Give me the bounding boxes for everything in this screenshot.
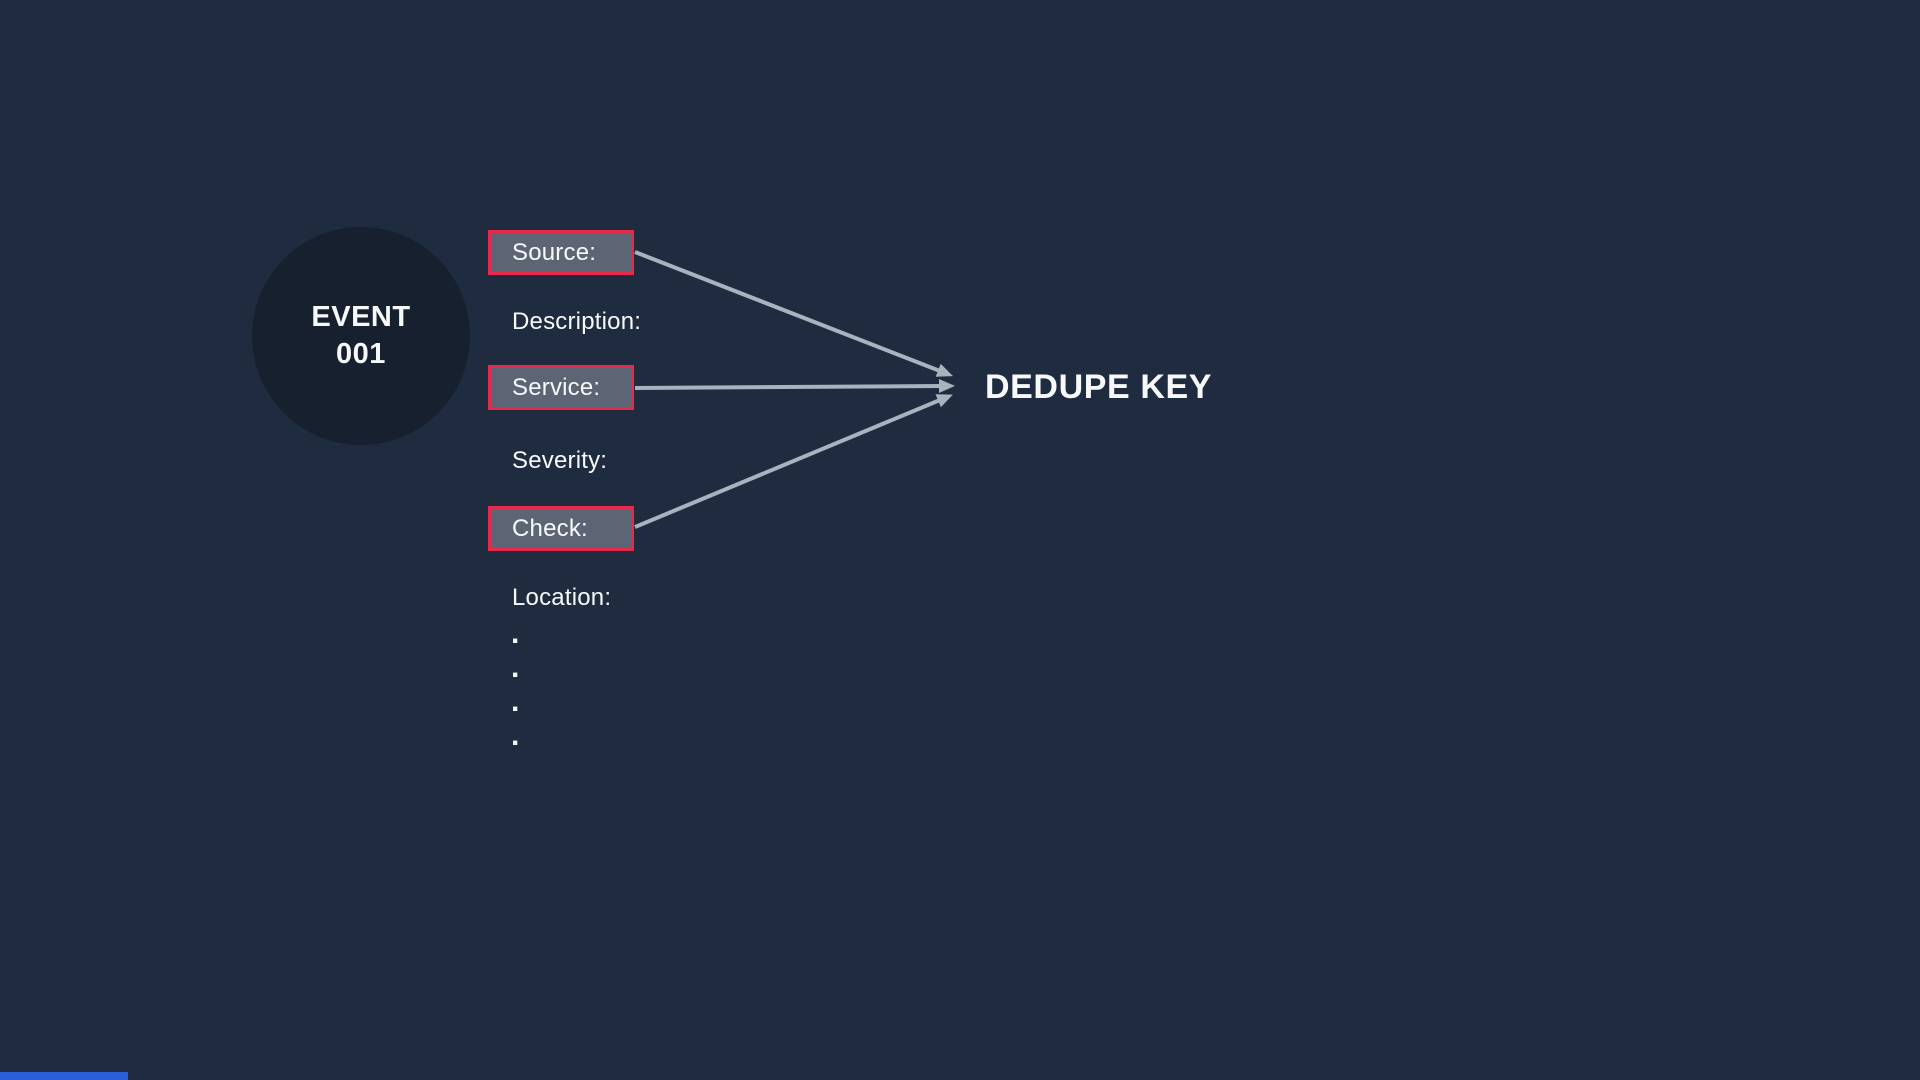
bullet-dots: . . . . bbox=[511, 617, 519, 753]
dedupe-key-title: DEDUPE KEY bbox=[985, 368, 1213, 406]
bullet-dot: . bbox=[511, 617, 520, 650]
field-label-description: Description: bbox=[512, 308, 642, 335]
event-node-label-line2: 001 bbox=[336, 338, 386, 370]
bullet-dot: . bbox=[511, 685, 520, 718]
field-label-severity: Severity: bbox=[512, 447, 608, 474]
arrow-source-to-dedupe-key bbox=[634, 250, 954, 377]
bullet-dot: . bbox=[511, 719, 520, 752]
field-box-source: Source: bbox=[488, 230, 634, 275]
arrow-check-to-dedupe-key bbox=[634, 394, 953, 529]
field-box-check: Check: bbox=[488, 506, 634, 551]
bullet-dot: . bbox=[511, 651, 520, 684]
field-label-check: Check: bbox=[512, 514, 588, 542]
field-label-service: Service: bbox=[512, 373, 601, 401]
field-label-source: Source: bbox=[512, 238, 597, 266]
event-node: EVENT 001 bbox=[252, 227, 470, 445]
field-box-service: Service: bbox=[488, 365, 634, 410]
slide-progress-bar bbox=[0, 1072, 128, 1080]
arrow-service-to-dedupe-key bbox=[634, 379, 955, 394]
event-node-label-line1: EVENT bbox=[311, 301, 411, 333]
field-label-location: Location: bbox=[512, 584, 612, 611]
